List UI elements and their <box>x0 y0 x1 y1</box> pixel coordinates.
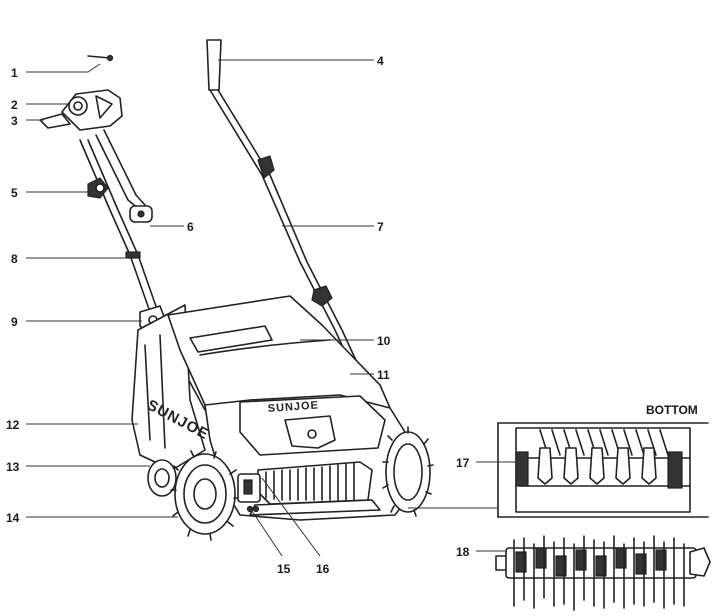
callout-18: 18 <box>456 545 470 559</box>
callout-labels: 1 2 3 4 5 6 7 8 9 10 11 12 13 14 15 16 1… <box>6 54 470 576</box>
callout-13: 13 <box>6 460 20 474</box>
front-wheel-left <box>170 450 240 541</box>
callout-10: 10 <box>377 334 391 348</box>
callout-9: 9 <box>11 315 18 329</box>
deck-brand-logo: SUNJOE <box>267 399 319 415</box>
callout-2: 2 <box>11 98 18 112</box>
callout-4: 4 <box>377 54 384 68</box>
callout-11: 11 <box>377 368 390 382</box>
deck-housing: SUNJOE <box>204 394 409 521</box>
handle-knob-right-lower <box>311 285 333 307</box>
leader-lines <box>26 59 526 557</box>
detail-heading: BOTTOM <box>646 403 698 417</box>
cord-retainer <box>129 205 153 223</box>
callout-8: 8 <box>11 252 18 266</box>
callout-17: 17 <box>456 456 470 470</box>
callout-3: 3 <box>11 114 18 128</box>
cable-clip <box>125 251 141 259</box>
callout-6: 6 <box>187 220 194 234</box>
handle-knob-right-upper <box>257 155 275 180</box>
callout-7: 7 <box>377 220 384 234</box>
tine-reel <box>495 535 711 611</box>
bottom-detail-inset <box>497 422 709 518</box>
callout-15: 15 <box>277 562 291 576</box>
upper-handle <box>67 18 222 123</box>
motor-cover <box>167 295 391 421</box>
callout-12: 12 <box>6 418 20 432</box>
front-wheel-right <box>382 426 434 517</box>
safety-key <box>237 473 261 513</box>
handle-knob-left <box>87 177 109 199</box>
switch-box <box>39 54 123 131</box>
callout-5: 5 <box>11 186 18 200</box>
callout-1: 1 <box>11 66 18 80</box>
callout-14: 14 <box>6 511 20 525</box>
rear-wheel <box>147 459 177 497</box>
callout-16: 16 <box>316 562 330 576</box>
